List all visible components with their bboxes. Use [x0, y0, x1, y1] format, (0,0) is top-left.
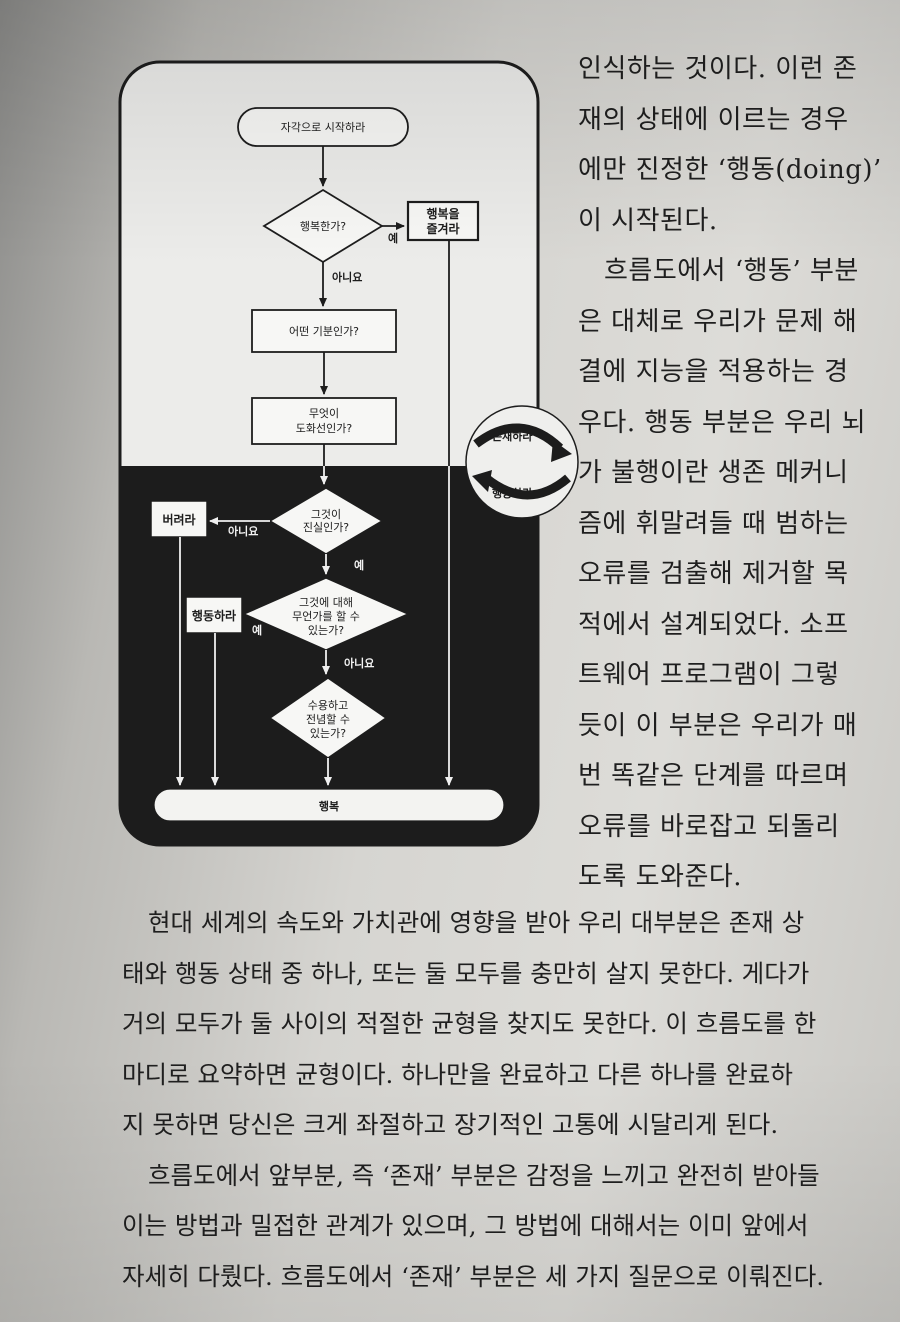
mood-label: 어떤 기분인가? — [289, 325, 359, 338]
end-label: 행복 — [319, 799, 339, 813]
body-line: 자세히 다뤘다. 흐름도에서 ‘존재’ 부분은 세 가지 질문으로 이뤄진다. — [122, 1261, 825, 1291]
right-line: 은 대체로 우리가 문제 해 — [578, 306, 858, 337]
body-line: 마디로 요약하면 균형이다. 하나만을 완료하고 다른 하나를 완료하 — [122, 1059, 793, 1089]
being-doing-cycle: 존재하라 행동하라 — [465, 405, 579, 519]
body-line: 태와 행동 상태 중 하나, 또는 둘 모두를 충만히 살지 못한다. 게다가 — [122, 958, 810, 988]
decision-accept-line2: 전념할 수 — [306, 713, 350, 726]
start-label: 자각으로 시작하라 — [281, 120, 365, 134]
decision-can-act-line3: 있는가? — [308, 624, 344, 637]
mood-node: 어떤 기분인가? — [251, 309, 397, 353]
enjoy-label-line2: 즐겨라 — [426, 221, 459, 236]
right-line: 인식하는 것이다. 이런 존 — [578, 54, 858, 84]
decision-happy-label: 행복한가? — [300, 220, 346, 233]
decision-accept-line3: 있는가? — [310, 727, 346, 740]
discard-label: 버려라 — [162, 512, 195, 527]
right-line: 재의 상태에 이르는 경우 — [578, 104, 849, 135]
decision-accept-line1: 수용하고 — [308, 698, 348, 712]
no-label-3: 아니요 — [344, 656, 374, 670]
discard-node: 버려라 — [150, 500, 208, 538]
right-line: 흐름도에서 ‘행동’ 부분 — [604, 256, 859, 286]
yes-label-2: 예 — [354, 558, 364, 572]
doing-cycle-label: 행동하라 — [492, 486, 533, 500]
right-line: 적에서 설계되었다. 소프 — [578, 609, 849, 640]
yes-label-3: 예 — [252, 623, 262, 637]
enjoy-label-line1: 행복을 — [426, 206, 459, 221]
right-line: 오류를 바로잡고 되돌리 — [578, 811, 840, 842]
right-column-text: 인식하는 것이다. 이런 존 재의 상태에 이르는 경우 에만 진정한 ‘행동(… — [578, 44, 882, 903]
right-line: 즘에 휘말려들 때 범하는 — [578, 508, 849, 539]
right-line: 오류를 검출해 제거할 목 — [578, 559, 849, 589]
body-line: 흐름도에서 앞부분, 즉 ‘존재’ 부분은 감정을 느끼고 완전히 받아들 — [148, 1160, 820, 1190]
act-node: 행동하라 — [185, 596, 243, 634]
start-node: 자각으로 시작하라 — [237, 107, 409, 147]
body-line: 지 못하면 당신은 크게 좌절하고 장기적인 고통에 시달리게 된다. — [122, 1110, 779, 1139]
right-line: 에만 진정한 ‘행동(doing)’ — [578, 155, 882, 185]
trigger-label-line1: 무엇이 — [309, 407, 339, 420]
decision-accept: 수용하고 전념할 수 있는가? — [268, 677, 388, 759]
bottom-paragraphs: 현대 세계의 속도와 가치관에 영향을 받아 우리 대부분은 존재 상 태와 행… — [122, 898, 882, 1302]
decision-can-act: 그것에 대해 무언가를 할 수 있는가? — [242, 577, 410, 651]
being-label: 존재하라 — [492, 429, 533, 443]
right-line: 결에 지능을 적용하는 경 — [578, 357, 849, 387]
trigger-label-line2: 도화선인가? — [296, 422, 353, 435]
flowchart-diagram: 존재하라 행동하라 자각으로 시작하라 행복한가? 예 행복을 즐겨라 아니요 … — [118, 60, 579, 847]
act-label: 행동하라 — [192, 608, 236, 623]
no-label-1: 아니요 — [332, 270, 362, 284]
right-line: 듯이 이 부분은 우리가 매 — [578, 710, 858, 741]
right-line: 가 불행이란 생존 메커니 — [578, 458, 849, 488]
enjoy-happiness-node: 행복을 즐겨라 — [406, 200, 480, 242]
decision-can-act-line1: 그것에 대해 — [299, 595, 353, 609]
body-line: 현대 세계의 속도와 가치관에 영향을 받아 우리 대부분은 존재 상 — [148, 908, 805, 937]
no-label-2: 아니요 — [228, 524, 258, 538]
decision-true: 그것이 진실인가? — [268, 487, 384, 555]
decision-true-line2: 진실인가? — [303, 521, 349, 534]
right-line: 번 똑같은 단계를 따르며 — [578, 761, 849, 791]
end-node: 행복 — [153, 788, 505, 822]
right-line: 도록 도와준다. — [578, 862, 743, 892]
decision-true-line1: 그것이 — [311, 508, 341, 521]
right-line: 트웨어 프로그램이 그렇 — [578, 660, 840, 690]
body-line: 이는 방법과 밀접한 관계가 있으며, 그 방법에 대해서는 이미 앞에서 — [122, 1211, 809, 1240]
right-line: 우다. 행동 부분은 우리 뇌 — [578, 407, 867, 438]
body-line: 거의 모두가 둘 사이의 적절한 균형을 찾지도 못한다. 이 흐름도를 한 — [122, 1009, 817, 1038]
yes-label-1: 예 — [388, 231, 398, 245]
trigger-node: 무엇이 도화선인가? — [251, 397, 397, 445]
right-line: 이 시작된다. — [578, 205, 718, 236]
decision-can-act-line2: 무언가를 할 수 — [292, 610, 360, 623]
